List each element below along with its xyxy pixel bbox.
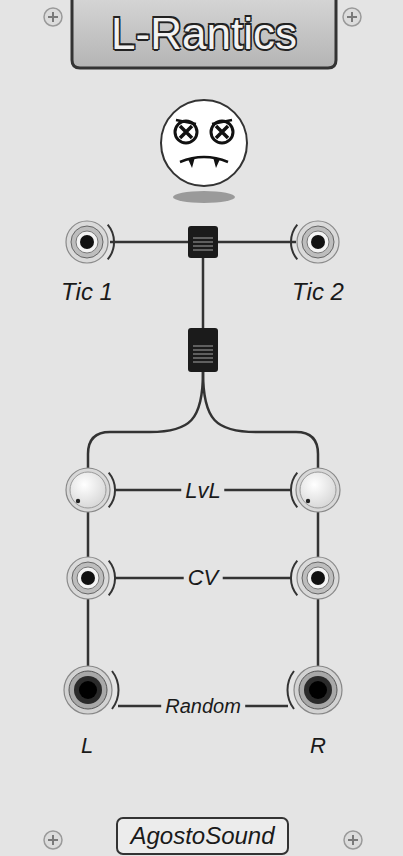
bracket	[291, 473, 297, 508]
output-jack	[64, 666, 112, 714]
toggle-switch	[188, 226, 218, 258]
screw	[343, 8, 361, 26]
output-label: Random	[161, 695, 245, 717]
input-jack	[297, 221, 339, 263]
jack-label: Tic 1	[57, 279, 117, 305]
bracket	[291, 561, 297, 596]
bracket	[291, 225, 297, 260]
bracket	[112, 671, 119, 709]
wires	[88, 242, 318, 706]
cv-jack	[67, 557, 109, 599]
screw	[44, 8, 62, 26]
level-knob	[66, 468, 110, 512]
face-logo	[161, 100, 247, 203]
control-label: LvL	[181, 479, 224, 503]
title-plate	[72, 0, 336, 68]
maker-plate: AgostoSound	[116, 817, 289, 855]
screw	[44, 831, 62, 849]
bracket	[108, 225, 114, 260]
module-title: L-Rantics	[111, 10, 297, 58]
channel-label: L	[77, 734, 97, 758]
maker-name: AgostoSound	[130, 823, 274, 849]
output-jack	[294, 666, 342, 714]
input-jack	[66, 221, 108, 263]
screw	[344, 831, 362, 849]
bracket	[109, 561, 115, 596]
channel-label: R	[306, 734, 330, 758]
toggle-switch	[188, 328, 218, 372]
jack-label: Tic 2	[288, 279, 348, 305]
control-label: CV	[184, 566, 223, 590]
bracket	[109, 473, 115, 508]
cv-jack	[297, 557, 339, 599]
level-knob	[296, 468, 340, 512]
bracket	[287, 671, 294, 709]
